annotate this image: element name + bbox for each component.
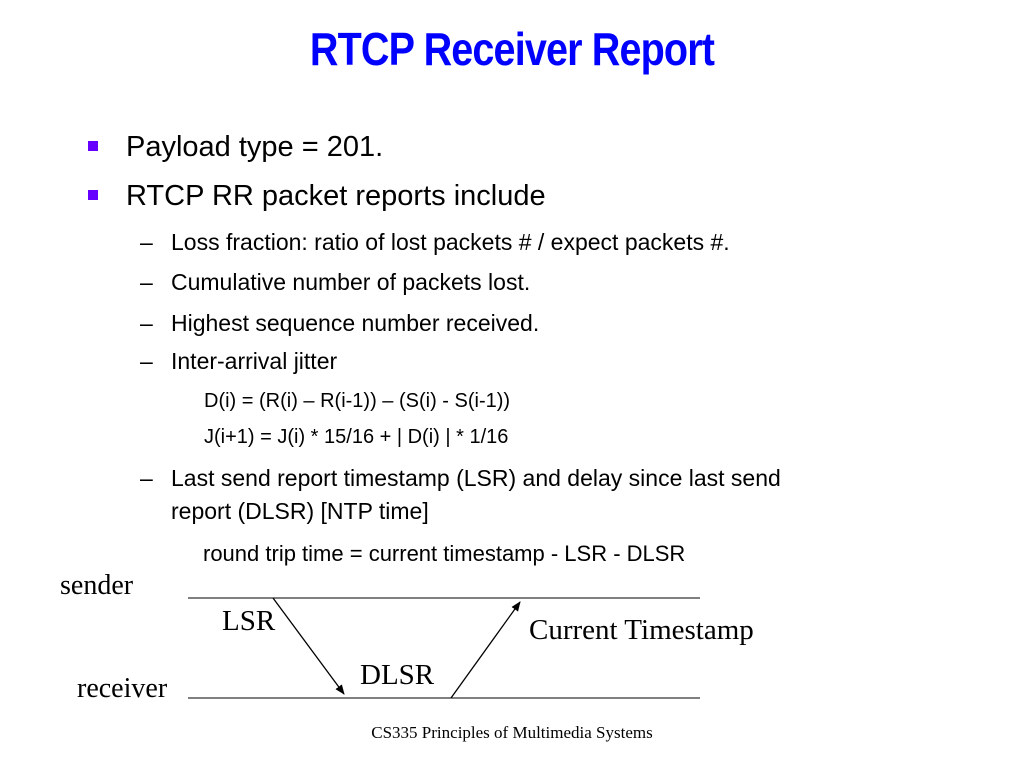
sub-item-text: Cumulative number of packets lost. xyxy=(171,269,531,295)
dlsr-label: DLSR xyxy=(360,659,435,691)
lsr-label: LSR xyxy=(222,605,276,637)
receiver-label: receiver xyxy=(77,673,168,704)
slide-title: RTCP Receiver Report xyxy=(309,23,715,75)
receiver-to-sender-arrow xyxy=(450,601,521,699)
rtt-formula: round trip time = current timestamp - LS… xyxy=(203,541,686,566)
sub-item-text: Highest sequence number received. xyxy=(171,310,540,336)
sub-item-text-line1: Last send report timestamp (LSR) and del… xyxy=(171,465,781,491)
sub-item-text-line2: report (DLSR) [NTP time] xyxy=(171,498,429,524)
bullet-text: Payload type = 201. xyxy=(126,131,384,163)
current-timestamp-label: Current Timestamp xyxy=(529,614,754,646)
sub-item-text: Inter-arrival jitter xyxy=(171,348,338,374)
square-bullet-icon xyxy=(88,141,98,151)
sender-to-receiver-arrow xyxy=(272,597,345,695)
sub-item-text: Loss fraction: ratio of lost packets # /… xyxy=(171,229,730,255)
dash-marker: – xyxy=(140,269,153,295)
dash-marker: – xyxy=(140,348,153,374)
slide-footer: CS335 Principles of Multimedia Systems xyxy=(371,723,653,742)
dash-marker: – xyxy=(140,310,153,336)
square-bullet-icon xyxy=(88,190,98,200)
sender-label: sender xyxy=(60,570,134,601)
jitter-formula-j: J(i+1) = J(i) * 15/16 + | D(i) | * 1/16 xyxy=(204,426,509,448)
bullet-text: RTCP RR packet reports include xyxy=(126,180,546,212)
dash-marker: – xyxy=(140,465,153,491)
dash-marker: – xyxy=(140,229,153,255)
jitter-formula-d: D(i) = (R(i) – R(i-1)) – (S(i) - S(i-1)) xyxy=(204,390,511,412)
